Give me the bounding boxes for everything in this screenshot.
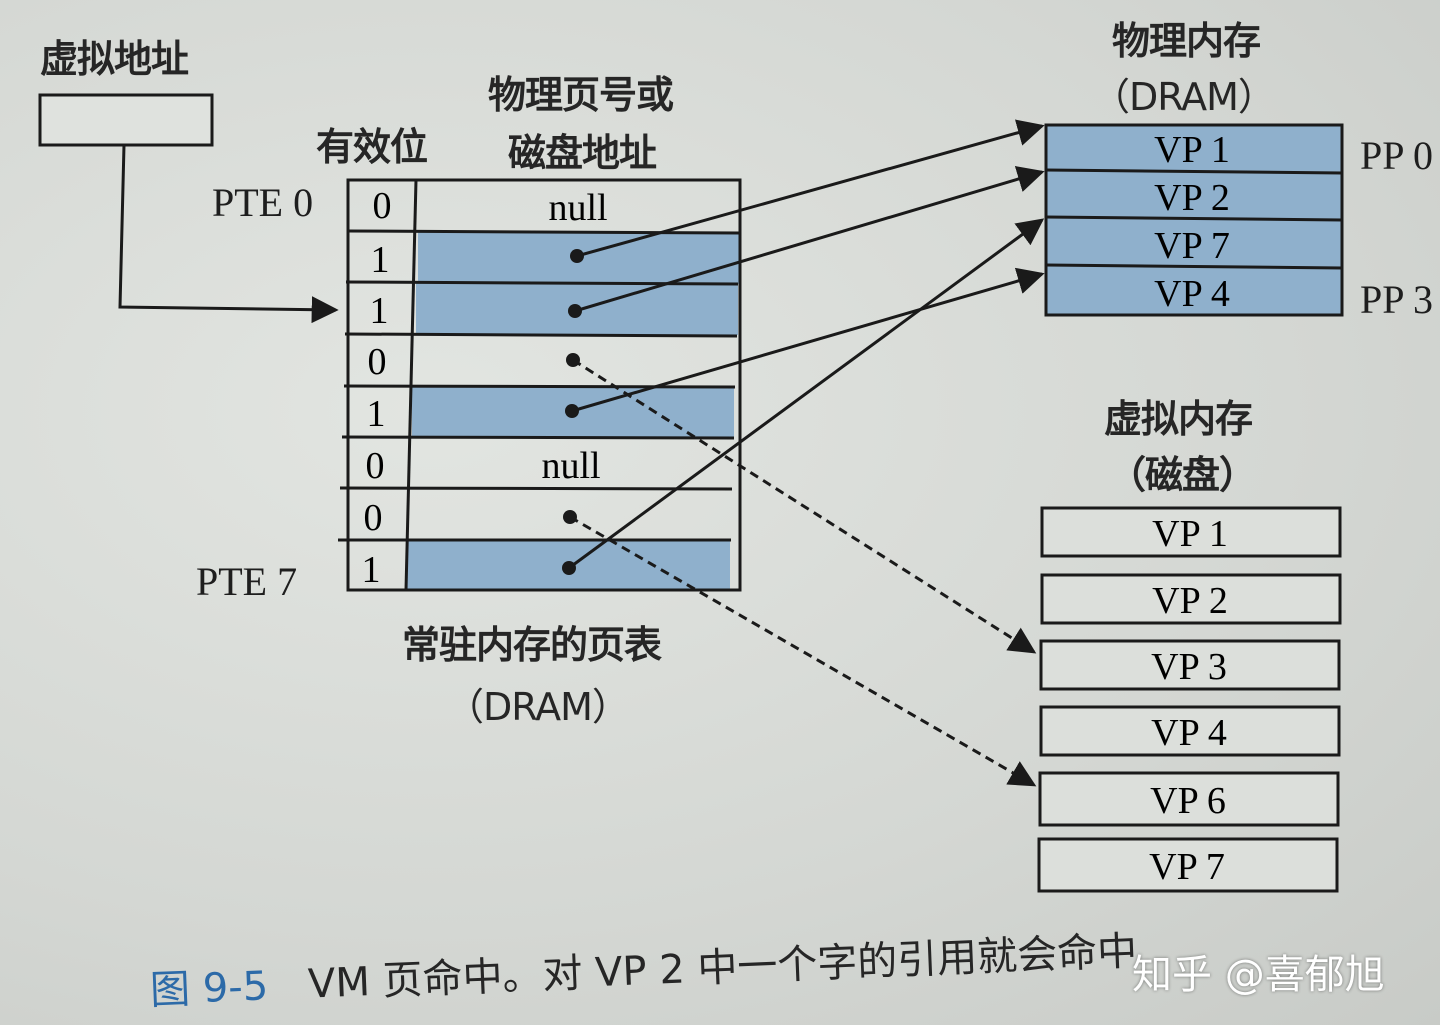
addr-header-line1: 物理页号或 bbox=[488, 73, 674, 117]
pte0-valid: 0 bbox=[373, 185, 392, 227]
pp0-content: VP 1 bbox=[1154, 129, 1230, 171]
virtual-memory-title: 虚拟内存 bbox=[1104, 397, 1253, 441]
page-table: 0 1 1 0 1 0 0 1 null null bbox=[338, 178, 742, 592]
page-table-caption-line1: 常驻内存的页表 bbox=[402, 623, 662, 667]
valid-bit-header: 有效位 bbox=[316, 125, 428, 169]
pte2-valid: 1 bbox=[370, 290, 389, 332]
pp3-label: PP 3 bbox=[1360, 277, 1434, 322]
disk-vp1: VP 1 bbox=[1152, 513, 1228, 555]
disk-vp7: VP 7 bbox=[1149, 846, 1225, 888]
disk-pointers bbox=[569, 358, 1037, 787]
pte7-label: PTE 7 bbox=[196, 559, 298, 604]
pp0-label: PP 0 bbox=[1360, 133, 1434, 178]
pp3-content: VP 4 bbox=[1154, 273, 1230, 315]
pointer-dots bbox=[562, 249, 584, 575]
pp1-content: VP 2 bbox=[1154, 177, 1230, 219]
pte0-label: PTE 0 bbox=[212, 180, 314, 225]
disk-vp4: VP 4 bbox=[1151, 712, 1227, 754]
figure-number: 图 9-5 bbox=[149, 963, 270, 1014]
physical-memory: VP 1 VP 2 VP 7 VP 4 bbox=[1044, 123, 1344, 317]
virtual-address-box bbox=[38, 93, 214, 147]
page-table-caption-line2: （DRAM） bbox=[446, 685, 630, 729]
pte5-valid: 0 bbox=[366, 445, 385, 487]
virtual-memory-disk: VP 1 VP 2 VP 3 VP 4 VP 6 VP 7 bbox=[1037, 506, 1342, 893]
pte5-addr: null bbox=[541, 445, 600, 487]
pte1-valid: 1 bbox=[371, 239, 390, 281]
pte0-addr: null bbox=[548, 187, 607, 229]
disk-vp2: VP 2 bbox=[1152, 580, 1228, 622]
physical-memory-title: 物理内存 bbox=[1112, 19, 1261, 63]
physical-memory-subtitle: （DRAM） bbox=[1092, 75, 1276, 119]
pp2-content: VP 7 bbox=[1154, 225, 1230, 267]
disk-vp3: VP 3 bbox=[1151, 646, 1227, 688]
virtual-address-arrow bbox=[118, 144, 339, 324]
disk-vp6: VP 6 bbox=[1150, 780, 1226, 822]
pte6-valid: 0 bbox=[364, 497, 383, 539]
virtual-memory-subtitle: （磁盘） bbox=[1108, 453, 1257, 497]
physical-pointers bbox=[568, 119, 1045, 570]
pte4-valid: 1 bbox=[367, 393, 386, 435]
virtual-address-label: 虚拟地址 bbox=[40, 37, 189, 81]
watermark: 知乎 @喜郁旭 bbox=[1132, 952, 1385, 998]
pte3-valid: 0 bbox=[368, 341, 387, 383]
addr-header-line2: 磁盘地址 bbox=[508, 131, 657, 175]
pte7-valid: 1 bbox=[362, 549, 381, 591]
